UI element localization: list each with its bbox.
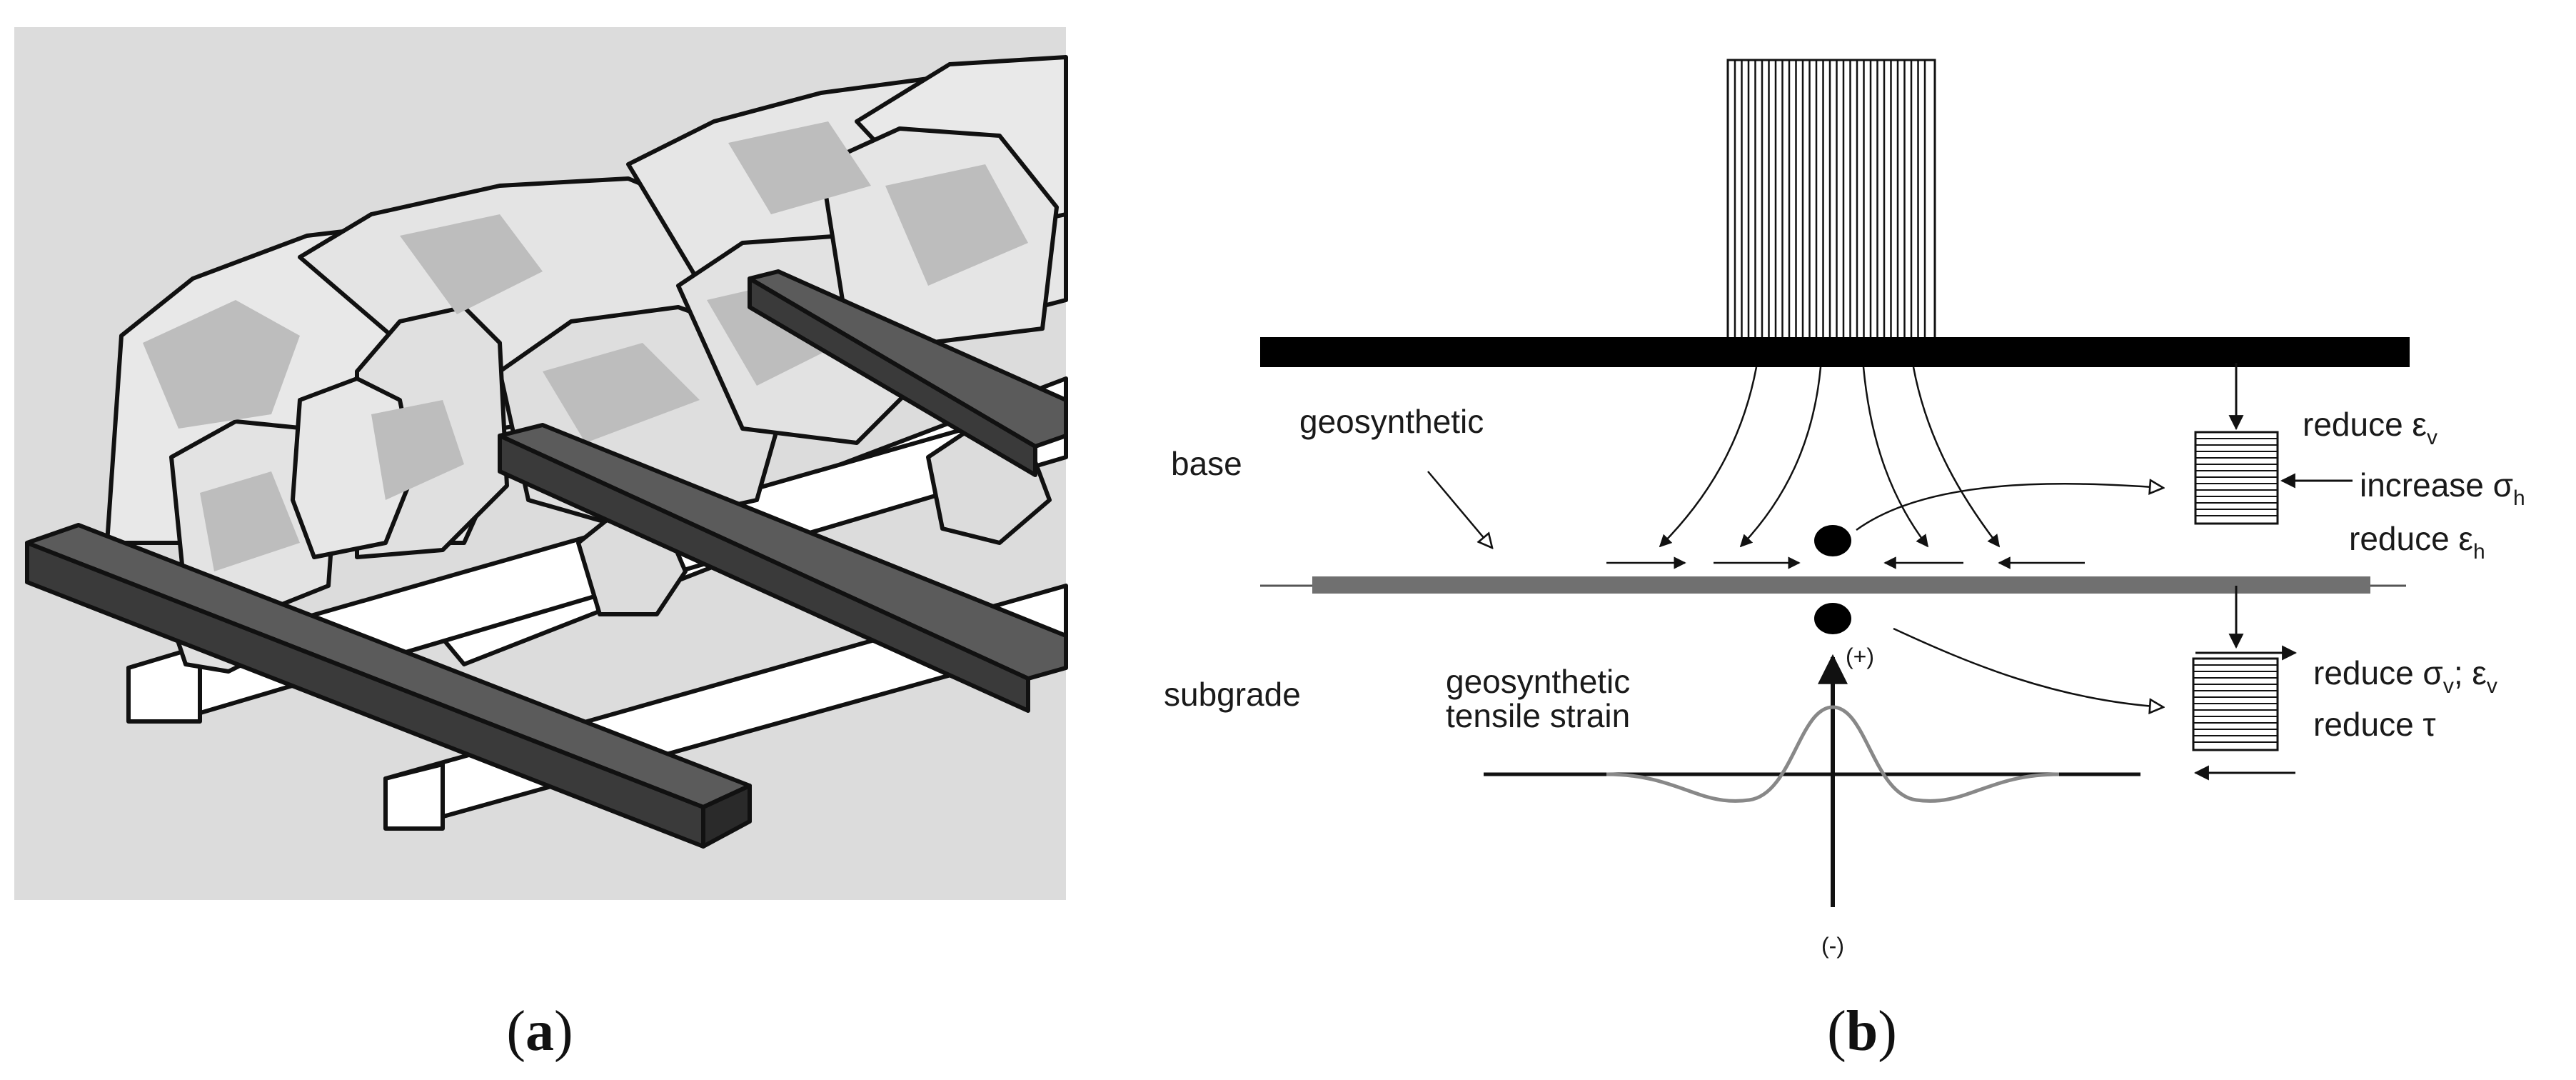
label-reduce-eh: reduce εh <box>2349 520 2485 564</box>
label-strain-line2: tensile strain <box>1446 697 1630 734</box>
geosynthetic-pointer <box>1427 471 1492 548</box>
label-base: base <box>1171 445 1242 482</box>
subgrade-particle <box>1814 603 1851 634</box>
rock-shade <box>728 121 871 214</box>
strain-curve <box>1606 705 2060 803</box>
rock-shade <box>885 164 1028 286</box>
rock-shade <box>543 343 700 443</box>
stress-spread-arrows <box>1659 366 2001 548</box>
rails <box>25 269 1068 849</box>
rail-mid-side <box>498 434 1030 713</box>
surface-slab <box>1260 337 2410 367</box>
rock-shading <box>143 121 1028 571</box>
base-particle <box>1814 525 1851 556</box>
geosynthetic-layer <box>1312 576 2370 594</box>
sleeper-front-end <box>383 762 445 831</box>
panel-a-illustration <box>14 27 1068 900</box>
label-geosynthetic: geosynthetic <box>1299 403 1484 440</box>
axis-label-minus: (-) <box>1821 933 1844 959</box>
label-reduce-ev: reduce εv <box>2303 406 2437 449</box>
rock-shade <box>200 471 300 571</box>
label-reduce-sv-ev: reduce σv; εv <box>2313 654 2497 698</box>
caption-a: (a) <box>506 1000 573 1063</box>
label-subgrade: subgrade <box>1164 676 1301 713</box>
axis-label-plus: (+) <box>1846 644 1874 669</box>
rock-shade <box>400 214 543 314</box>
label-increase-sh: increase σh <box>2360 466 2525 510</box>
lower-soil-element <box>2192 586 2298 781</box>
rail-front-end <box>701 784 752 849</box>
upper-soil-element <box>2194 363 2353 525</box>
caption-b: (b) <box>1827 1000 1897 1063</box>
sleeper-front-left <box>126 644 202 724</box>
label-strain-line1: geosynthetic <box>1446 663 1630 700</box>
rock-shade <box>371 400 464 500</box>
rail-back-side <box>748 276 1037 477</box>
rock-shade <box>143 300 300 429</box>
arrow-to-lower-element <box>1893 627 2163 707</box>
panel-b-diagram: geosynthetic base subgrade reduce εv inc… <box>1164 59 2525 959</box>
arrow-to-upper-element <box>1856 484 2163 531</box>
label-reduce-tau: reduce τ <box>2313 706 2436 743</box>
applied-load <box>1726 59 1936 341</box>
